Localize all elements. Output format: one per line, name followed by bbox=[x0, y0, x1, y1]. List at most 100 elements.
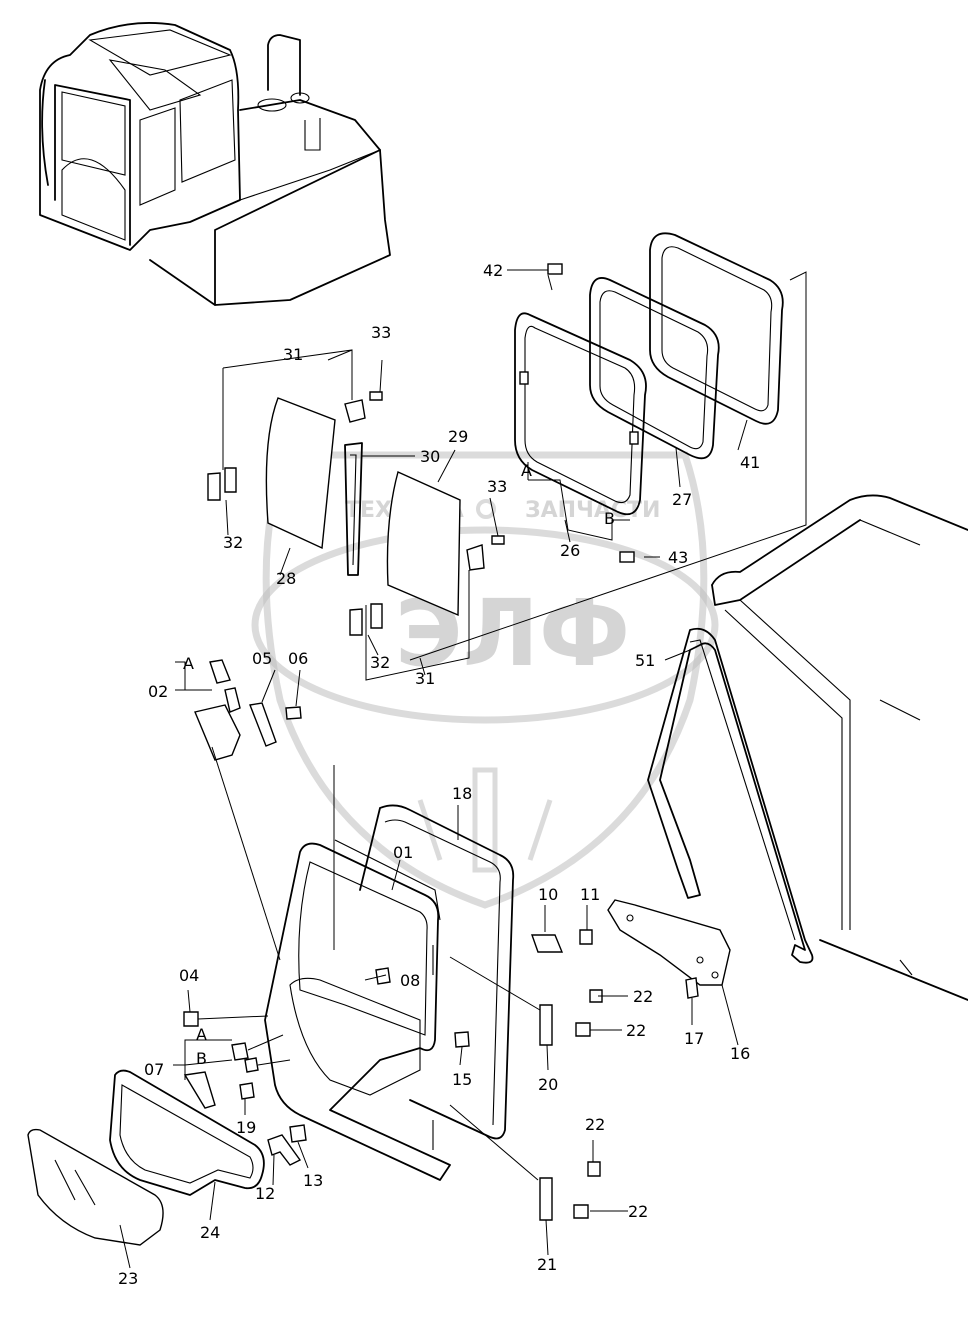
callout-31-top: 31 bbox=[283, 345, 303, 364]
bracket-10 bbox=[531, 934, 564, 953]
callout-18: 18 bbox=[452, 784, 472, 803]
callout-05: 05 bbox=[252, 649, 272, 668]
door-01 bbox=[264, 842, 451, 1181]
ref-B-window: B bbox=[604, 509, 615, 528]
handle-07b bbox=[183, 1071, 216, 1109]
rear-window-assembly bbox=[409, 232, 807, 661]
watermark-oval bbox=[251, 526, 719, 724]
callout-10: 10 bbox=[538, 885, 558, 904]
excavator-overview-illustration bbox=[39, 22, 391, 306]
ref-A-handle: A bbox=[196, 1025, 207, 1044]
watermark-shield-outline bbox=[262, 451, 708, 909]
bolt-33a bbox=[369, 391, 383, 401]
callout-26: 26 bbox=[560, 541, 580, 560]
door-frame-18 bbox=[359, 804, 515, 1140]
glass-23 bbox=[27, 1128, 164, 1246]
bolt-22d bbox=[573, 1204, 589, 1219]
hinge-plate-32b bbox=[349, 608, 363, 636]
sliding-glass-assembly bbox=[207, 349, 505, 681]
hinge-21 bbox=[539, 1177, 553, 1221]
ref-B-handle: B bbox=[196, 1049, 207, 1068]
callout-labels: 31 33 30 29 33 32 28 32 31 42 A B 26 27 … bbox=[118, 261, 760, 1288]
callout-29: 29 bbox=[448, 427, 468, 446]
callout-24: 24 bbox=[200, 1223, 220, 1242]
bushing-19 bbox=[239, 1082, 255, 1100]
glass-28 bbox=[265, 397, 336, 550]
callout-23: 23 bbox=[118, 1269, 138, 1288]
bolt-11 bbox=[579, 929, 593, 945]
stopper-17 bbox=[685, 977, 699, 999]
rail-30 bbox=[344, 442, 363, 576]
hinge-31b bbox=[466, 544, 485, 571]
hinge-hardware bbox=[531, 899, 731, 1221]
bolt-15 bbox=[454, 1031, 470, 1048]
watermark-text-right: ЗАПЧАСТИ bbox=[525, 498, 660, 523]
latch-assembly bbox=[194, 659, 302, 961]
callout-12: 12 bbox=[255, 1184, 275, 1203]
callout-06: 06 bbox=[288, 649, 308, 668]
callout-43: 43 bbox=[668, 548, 688, 567]
window-glass-41 bbox=[649, 232, 784, 425]
small-hardware-left bbox=[183, 1011, 307, 1166]
cab-body-right bbox=[647, 494, 968, 1001]
callout-02: 02 bbox=[148, 682, 168, 701]
handle-12 bbox=[267, 1134, 302, 1166]
callout-33-mid: 33 bbox=[487, 477, 507, 496]
callout-15: 15 bbox=[452, 1070, 472, 1089]
callout-19: 19 bbox=[236, 1118, 256, 1137]
callout-13: 13 bbox=[303, 1171, 323, 1190]
callout-04: 04 bbox=[179, 966, 199, 985]
callout-41: 41 bbox=[740, 453, 760, 472]
callout-20: 20 bbox=[538, 1075, 558, 1094]
bolt-22a bbox=[589, 989, 603, 1003]
callout-22-d: 22 bbox=[628, 1202, 648, 1221]
window-frame-27 bbox=[589, 277, 720, 460]
glass-29 bbox=[386, 471, 461, 617]
lower-glass-assembly bbox=[27, 1069, 265, 1246]
door-seal-51 bbox=[647, 627, 814, 964]
bolt-22c bbox=[587, 1161, 601, 1177]
door-assembly bbox=[264, 765, 546, 1181]
callout-33-top: 33 bbox=[371, 323, 391, 342]
ref-A-window: A bbox=[521, 461, 532, 480]
clip-42 bbox=[547, 263, 563, 275]
callout-11: 11 bbox=[580, 885, 600, 904]
bracket-05 bbox=[249, 702, 277, 747]
hinge-20 bbox=[539, 1004, 553, 1046]
handle-07a bbox=[231, 1042, 249, 1061]
leader-lines bbox=[119, 269, 748, 1269]
callout-22-b: 22 bbox=[626, 1021, 646, 1040]
callout-51: 51 bbox=[635, 651, 655, 670]
callout-32-right: 32 bbox=[370, 653, 390, 672]
callout-32-left: 32 bbox=[223, 533, 243, 552]
hinge-plate-32a bbox=[207, 472, 221, 501]
callout-30: 30 bbox=[420, 447, 440, 466]
callout-08: 08 bbox=[400, 971, 420, 990]
callout-21: 21 bbox=[537, 1255, 557, 1274]
callout-31-bottom: 31 bbox=[415, 669, 435, 688]
clip-43 bbox=[619, 551, 635, 563]
callout-22-a: 22 bbox=[633, 987, 653, 1006]
latch-body-02 bbox=[194, 704, 241, 761]
callout-27: 27 bbox=[672, 490, 692, 509]
ref-A-latch: A bbox=[183, 654, 194, 673]
bolt-33b bbox=[491, 535, 505, 545]
bolt-04 bbox=[183, 1011, 199, 1027]
callout-16: 16 bbox=[730, 1044, 750, 1063]
bolt-22b bbox=[575, 1022, 591, 1037]
window-seal-26 bbox=[514, 312, 647, 516]
callout-22-c: 22 bbox=[585, 1115, 605, 1134]
watermark-gear-icon bbox=[476, 499, 496, 519]
hinge-31a bbox=[344, 399, 366, 423]
bolt-06 bbox=[285, 706, 302, 720]
callout-28: 28 bbox=[276, 569, 296, 588]
callout-42: 42 bbox=[483, 261, 503, 280]
watermark-wheat-icon bbox=[417, 767, 553, 873]
callout-01: 01 bbox=[393, 843, 413, 862]
callout-07: 07 bbox=[144, 1060, 164, 1079]
callout-17: 17 bbox=[684, 1029, 704, 1048]
nut-13 bbox=[289, 1124, 307, 1143]
seal-24 bbox=[109, 1069, 265, 1196]
plate-16 bbox=[607, 899, 731, 986]
